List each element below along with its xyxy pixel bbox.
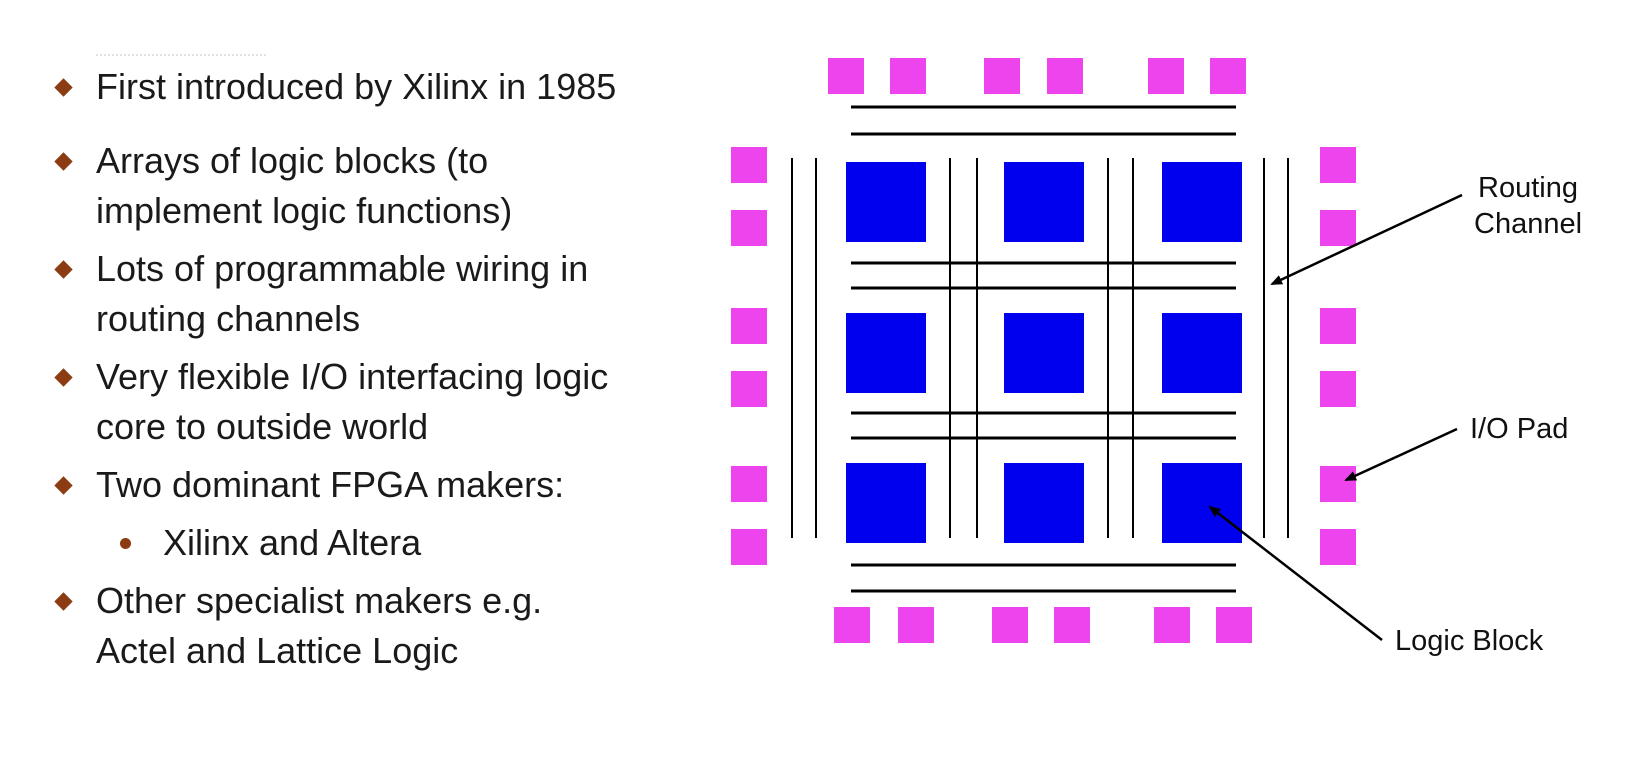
io-pad [984,58,1020,94]
io-pad [1320,466,1356,502]
bullet-text: Actel and Lattice Logic [96,630,459,671]
io-pad [1320,147,1356,183]
io-pad [731,371,767,407]
io-pad [1210,58,1246,94]
logic-block-arrow [1208,505,1383,641]
io-pad [731,210,767,246]
logic-block [846,313,926,393]
io-pad [1320,210,1356,246]
logic-block [1004,313,1084,393]
bullet-item: Other specialist makers e.g. Actel and L… [48,576,708,676]
io-pad-label: I/O Pad [1470,413,1568,445]
io-pad [731,529,767,565]
sub-bullet-item: Xilinx and Altera [48,518,708,568]
round-bullet-icon [120,538,131,549]
routing-wires [791,105,1289,593]
bullet-text: Other specialist makers e.g. [96,580,543,621]
sub-bullet-text: Xilinx and Altera [163,522,422,563]
routing-channel-arrow [1270,193,1463,286]
bullet-text: Very flexible I/O interfacing logic [96,356,609,397]
bullet-text: Lots of programmable wiring in [96,248,589,289]
io-pad [992,607,1028,643]
bullet-text: Arrays of logic blocks (to [96,140,489,181]
io-pad [898,607,934,643]
io-pad [1148,58,1184,94]
io-pad-ring [731,58,1356,643]
callouts: Routing Channel I/O Pad Logic Block [1208,172,1582,657]
io-pad [1054,607,1090,643]
routing-channel-label: Channel [1474,208,1582,240]
bullet-list: First introduced by Xilinx in 1985 Array… [48,62,708,684]
io-pad [1047,58,1083,94]
logic-block [1162,313,1242,393]
bullet-text: implement logic functions) [96,190,513,231]
cut-off-title-remnant [96,44,266,56]
bullet-item: Lots of programmable wiring in routing c… [48,244,708,344]
bullet-item: Very flexible I/O interfacing logic core… [48,352,708,452]
logic-block [1162,162,1242,242]
io-pad [731,308,767,344]
bullet-text: core to outside world [96,406,429,447]
io-pad-arrow [1344,427,1458,482]
logic-block [1004,463,1084,543]
bullet-text: routing channels [96,298,361,339]
io-pad [834,607,870,643]
bullet-text: Two dominant FPGA makers: [96,464,565,505]
logic-block [846,162,926,242]
logic-block [846,463,926,543]
io-pad [1320,308,1356,344]
logic-block [1162,463,1242,543]
logic-block-grid [846,162,1242,543]
io-pad [731,147,767,183]
logic-block-label: Logic Block [1395,625,1544,657]
io-pad [1320,529,1356,565]
logic-block [1004,162,1084,242]
io-pad [731,466,767,502]
bullet-item: First introduced by Xilinx in 1985 [48,62,708,112]
io-pad [1216,607,1252,643]
io-pad [828,58,864,94]
routing-channel-label: Routing [1478,172,1578,204]
bullet-item: Arrays of logic blocks (to implement log… [48,136,708,236]
bullet-item: Two dominant FPGA makers: [48,460,708,510]
bullet-text: First introduced by Xilinx in 1985 [96,66,617,107]
io-pad [1154,607,1190,643]
io-pad [1320,371,1356,407]
io-pad [890,58,926,94]
